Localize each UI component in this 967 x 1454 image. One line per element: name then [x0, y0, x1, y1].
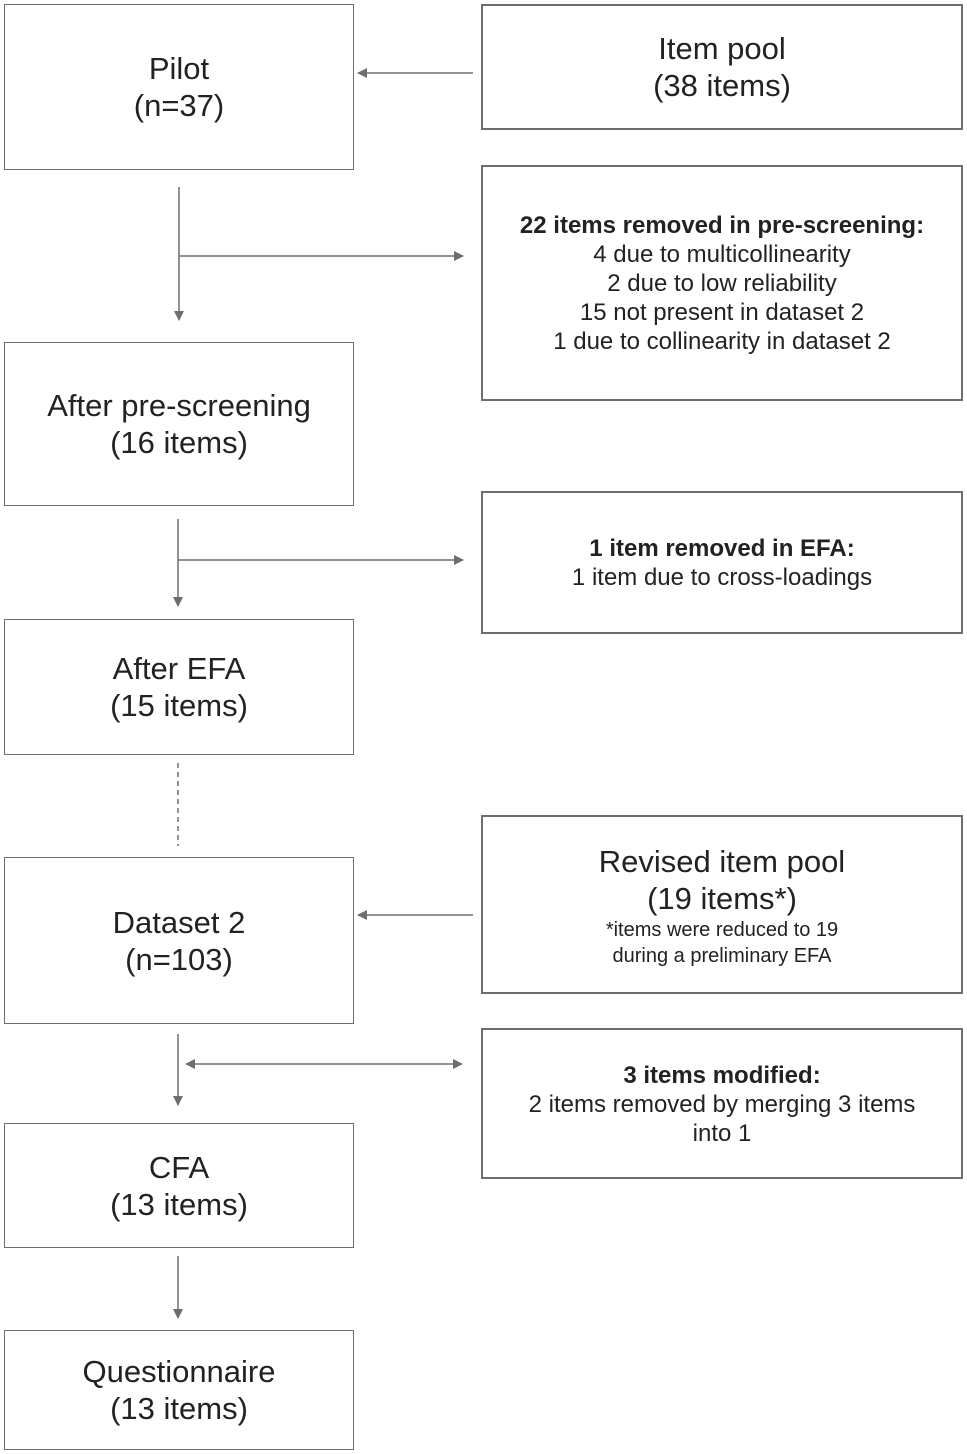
prescreening-removed-title: 22 items removed in pre-screening: [519, 212, 925, 239]
after-prescreening-title: After pre-screening [47, 388, 311, 423]
questionnaire-box: Questionnaire (13 items) [4, 1330, 354, 1450]
revised-pool-note: *items were reduced to 19 [605, 919, 839, 941]
revised-pool-note: during a preliminary EFA [612, 945, 832, 967]
after-efa-box: After EFA (15 items) [4, 619, 354, 755]
dataset2-box: Dataset 2 (n=103) [4, 857, 354, 1024]
modified-detail: into 1 [692, 1120, 752, 1147]
questionnaire-title: Questionnaire [82, 1354, 276, 1389]
after-prescreening-box: After pre-screening (16 items) [4, 342, 354, 506]
dataset2-detail: (n=103) [125, 941, 233, 977]
revised-pool-box: Revised item pool (19 items*) *items wer… [481, 815, 963, 994]
efa-removed-title: 1 item removed in EFA: [589, 535, 855, 562]
pilot-box: Pilot (n=37) [4, 4, 354, 170]
prescreening-reason: 2 due to low reliability [607, 270, 837, 297]
prescreening-removed-box: 22 items removed in pre-screening: 4 due… [481, 165, 963, 401]
prescreening-reason: 4 due to multicollinearity [593, 241, 851, 268]
cfa-title: CFA [148, 1149, 210, 1185]
revised-pool-title: Revised item pool [598, 844, 846, 879]
prescreening-reason: 15 not present in dataset 2 [579, 299, 865, 326]
cfa-box: CFA (13 items) [4, 1123, 354, 1248]
modified-detail: 2 items removed by merging 3 items [528, 1091, 916, 1118]
item-pool-detail: (38 items) [653, 68, 791, 103]
item-pool-box: Item pool (38 items) [481, 4, 963, 130]
dataset2-title: Dataset 2 [112, 904, 246, 940]
pilot-title: Pilot [148, 51, 210, 86]
prescreening-reason: 1 due to collinearity in dataset 2 [553, 328, 891, 355]
efa-removed-box: 1 item removed in EFA: 1 item due to cro… [481, 491, 963, 634]
questionnaire-detail: (13 items) [110, 1391, 248, 1426]
efa-removed-reason: 1 item due to cross-loadings [571, 564, 873, 591]
revised-pool-detail: (19 items*) [647, 881, 797, 916]
pilot-detail: (n=37) [133, 88, 225, 123]
item-pool-title: Item pool [658, 31, 786, 66]
modified-box: 3 items modified: 2 items removed by mer… [481, 1028, 963, 1179]
modified-title: 3 items modified: [623, 1062, 821, 1089]
cfa-detail: (13 items) [110, 1186, 248, 1222]
after-prescreening-detail: (16 items) [110, 425, 248, 460]
after-efa-detail: (15 items) [110, 688, 248, 723]
after-efa-title: After EFA [112, 651, 246, 686]
